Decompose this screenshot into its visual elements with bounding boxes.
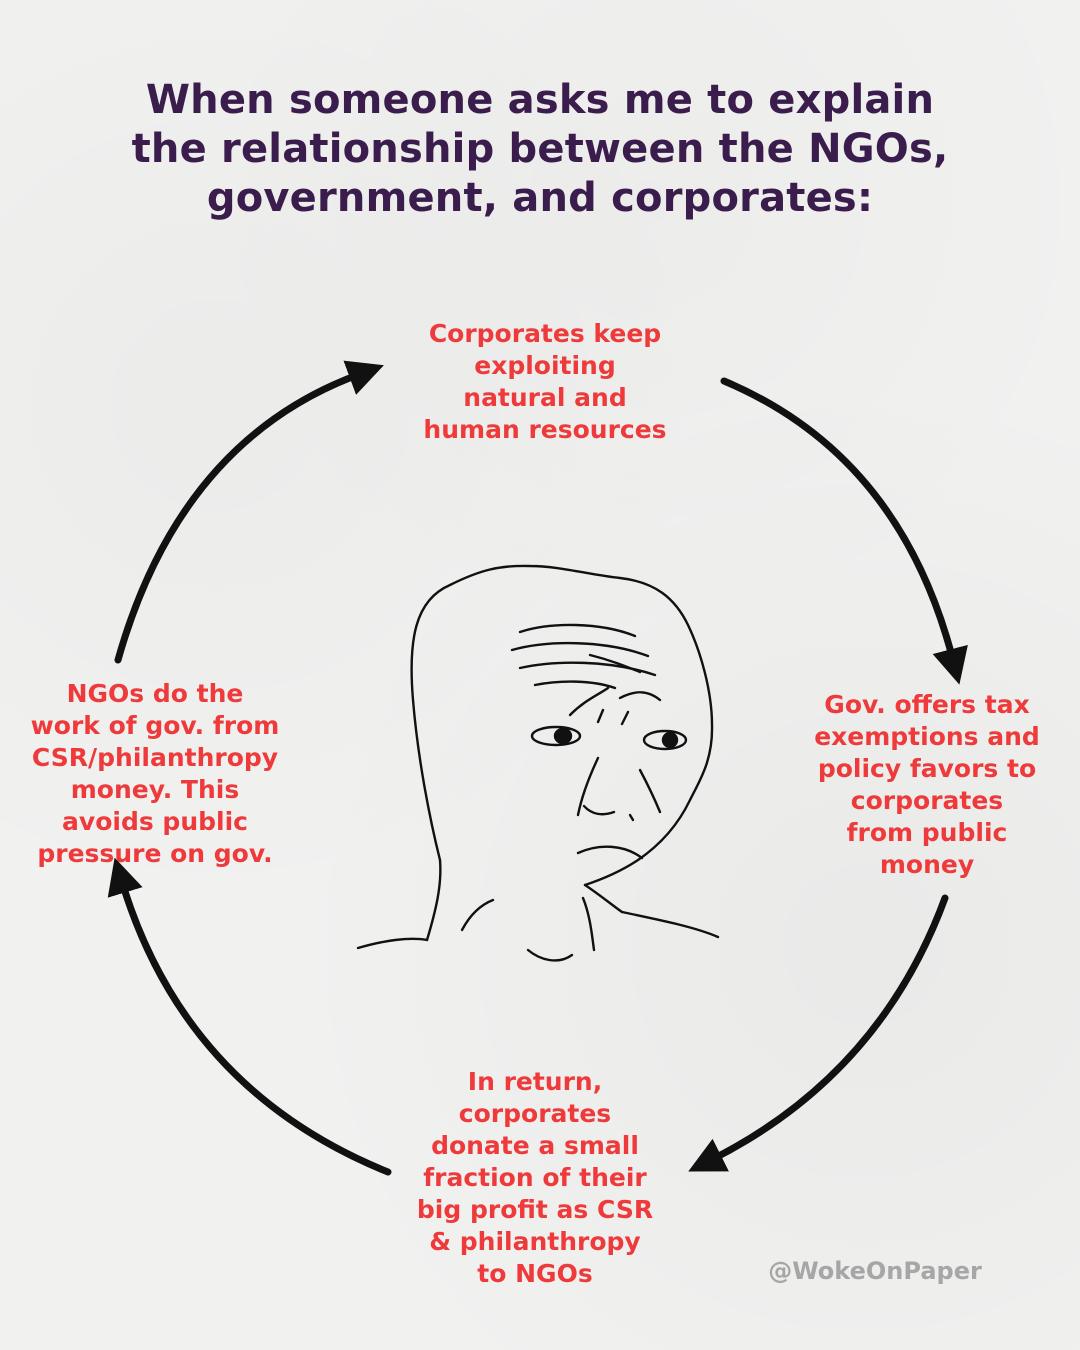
cycle-step-line: work of gov. from	[30, 711, 280, 740]
cycle-step-line: from public	[846, 818, 1008, 847]
cycle-step-line: CSR/philanthropy	[31, 743, 279, 772]
cycle-step-right: Gov. offers tax exemptions and policy fa…	[792, 689, 1062, 881]
cycle-step-left: NGOs do the work of gov. from CSR/philan…	[20, 678, 290, 870]
cycle-arrow-top-to-right	[720, 377, 968, 685]
cycle-step-line: corporates	[850, 786, 1004, 815]
cycle-step-line: pressure on gov.	[37, 839, 273, 868]
cycle-step-line: NGOs do the	[66, 679, 244, 708]
cycle-arrow-left-to-top	[114, 360, 384, 664]
page-title: When someone asks me to explain the rela…	[90, 76, 990, 223]
cycle-step-line: money	[879, 850, 975, 879]
cycle-step-line: corporates	[458, 1099, 612, 1128]
cycle-step-line: In return,	[467, 1067, 603, 1096]
sad-wojak-face-icon	[356, 564, 720, 962]
cycle-step-top: Corporates keep exploiting natural and h…	[395, 318, 695, 446]
cycle-step-line: donate a small	[431, 1131, 639, 1160]
cycle-step-line: policy favors to	[817, 754, 1037, 783]
cycle-step-line: natural and	[463, 383, 627, 412]
cycle-step-line: & philanthropy	[429, 1227, 641, 1256]
cycle-step-bottom: In return, corporates donate a small fra…	[395, 1066, 675, 1290]
cycle-step-line: avoids public	[62, 807, 248, 836]
cycle-step-line: fraction of their	[423, 1163, 647, 1192]
cycle-step-line: big profit as CSR	[416, 1195, 654, 1224]
cycle-step-line: Corporates keep	[428, 319, 662, 348]
cycle-step-line: to NGOs	[477, 1259, 593, 1288]
cycle-step-line: human resources	[423, 415, 667, 444]
title-line: the relationship between the NGOs,	[131, 126, 949, 172]
cycle-step-line: money. This	[70, 775, 240, 804]
cycle-step-line: exploiting	[474, 351, 616, 380]
cycle-arrow-bottom-to-left	[107, 857, 392, 1176]
title-line: government, and corporates:	[206, 175, 874, 221]
cycle-arrow-right-to-bottom	[688, 894, 949, 1172]
author-handle: @WokeOnPaper	[768, 1257, 982, 1285]
title-line: When someone asks me to explain	[145, 77, 935, 123]
cycle-step-line: Gov. offers tax	[824, 690, 1030, 719]
cycle-step-line: exemptions and	[814, 722, 1040, 751]
